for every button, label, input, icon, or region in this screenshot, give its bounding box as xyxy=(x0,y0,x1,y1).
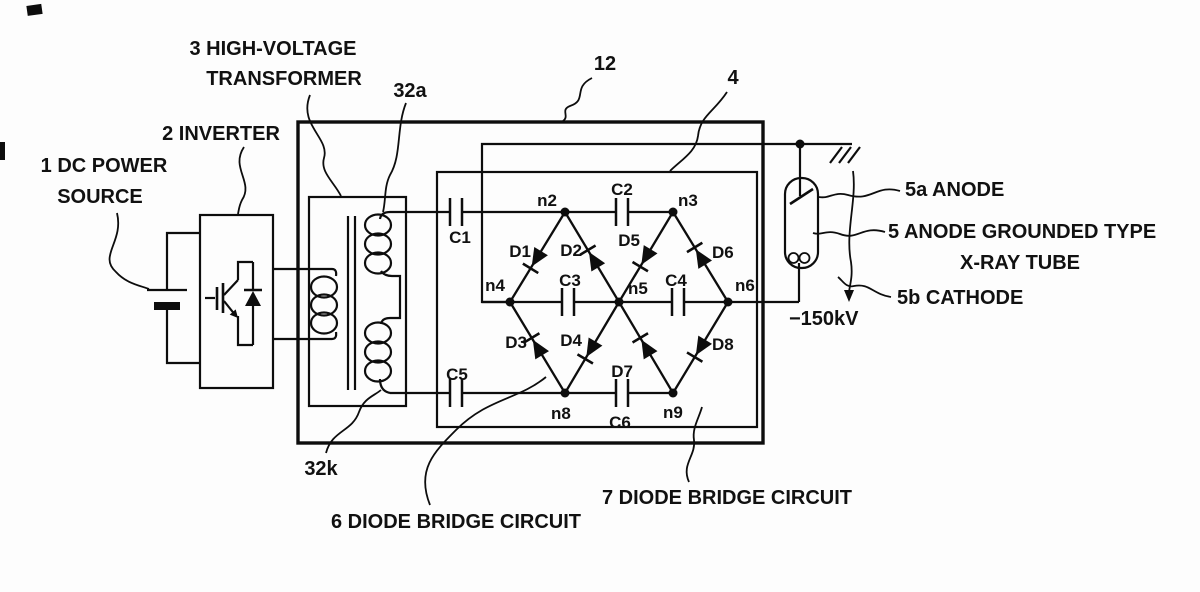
anode-plate xyxy=(789,187,814,206)
leader-cathode xyxy=(837,276,892,298)
leader-12 xyxy=(562,77,593,122)
leader-4 xyxy=(669,91,728,172)
label-inverter: 2 INVERTER xyxy=(162,123,280,145)
diode-bar-d1 xyxy=(522,262,539,275)
label-node-n9: n9 xyxy=(663,403,683,422)
leader-anode xyxy=(818,188,901,199)
igbt-icon xyxy=(205,260,253,347)
label-node-n8: n8 xyxy=(551,404,571,423)
wire-primary-top xyxy=(273,267,338,277)
label-cap-c1: C1 xyxy=(449,228,471,247)
secondary-winding-32a xyxy=(363,210,402,325)
ground-icon xyxy=(829,146,861,164)
scan-artifact xyxy=(0,142,5,160)
label-ref-32k: 32k xyxy=(304,458,338,480)
node-n5 xyxy=(614,297,624,307)
leader-32a xyxy=(382,102,407,213)
node-n3 xyxy=(668,207,678,217)
node-n2 xyxy=(560,207,570,217)
leader-transformer xyxy=(306,94,342,197)
node-n8 xyxy=(560,388,570,398)
box-inverter xyxy=(198,213,275,390)
wire-battery-bottom xyxy=(165,310,200,365)
label-ref-12: 12 xyxy=(594,53,616,75)
primary-winding xyxy=(273,267,339,341)
node-anode-junction xyxy=(795,139,805,149)
node-n4 xyxy=(505,297,515,307)
diode-bar-d5 xyxy=(631,260,649,273)
leader-tube xyxy=(812,229,886,237)
bridge-network xyxy=(448,139,805,407)
diode-bar-d4 xyxy=(576,353,594,365)
wire-battery-top xyxy=(165,231,200,290)
label-node-n6: n6 xyxy=(735,276,755,295)
diode-d6 xyxy=(695,249,713,269)
label-node-n4: n4 xyxy=(485,276,505,295)
label-xray-tube: 5 ANODE GROUNDED TYPE xyxy=(888,221,1156,243)
label-xray-tube-2: X-RAY TUBE xyxy=(960,252,1080,274)
diode-d5 xyxy=(641,245,658,265)
node-n6 xyxy=(723,297,733,307)
label-anode: 5a ANODE xyxy=(905,179,1004,201)
diode-d2 xyxy=(588,251,606,272)
scan-artifact xyxy=(26,3,43,16)
box-hv-unit-12 xyxy=(296,120,765,445)
diode-d1 xyxy=(531,246,548,267)
diode-d7 xyxy=(641,339,658,360)
label-node-n2: n2 xyxy=(537,191,557,210)
node-n9 xyxy=(668,388,678,398)
leader-dc-power xyxy=(108,212,150,290)
label-diode-d4: D4 xyxy=(560,331,582,350)
label-diode-d7: D7 xyxy=(611,362,633,381)
label-node-n3: n3 xyxy=(678,191,698,210)
label-dc-power-source: 1 DC POWER xyxy=(41,155,168,177)
label-diode-d6: D6 xyxy=(712,243,734,262)
label-diode-d3: D3 xyxy=(505,333,527,352)
label-cap-c6: C6 xyxy=(609,413,631,432)
label-transformer: 3 HIGH-VOLTAGE xyxy=(189,38,356,60)
leader-bridge-7 xyxy=(685,406,703,483)
label-cap-c5: C5 xyxy=(446,365,468,384)
box-bridge-assembly-4 xyxy=(435,170,759,429)
diode-bar-d8 xyxy=(686,351,704,363)
diode-d4 xyxy=(586,337,603,358)
diode-d3 xyxy=(532,339,550,360)
label-bridge-6: 6 DIODE BRIDGE CIRCUIT xyxy=(331,511,581,533)
label-cap-c2: C2 xyxy=(611,180,633,199)
label-voltage: −150kV xyxy=(789,308,859,330)
diode-bar-d3 xyxy=(523,332,541,344)
secondary-winding-32k xyxy=(363,321,393,395)
label-transformer-2: TRANSFORMER xyxy=(206,68,362,90)
label-diode-d5: D5 xyxy=(618,231,640,250)
winding-series-jog xyxy=(379,270,402,325)
wire-primary-bottom xyxy=(273,331,338,341)
label-diode-d8: D8 xyxy=(712,335,734,354)
wire-anode-ground xyxy=(480,142,852,304)
label-cap-c4: C4 xyxy=(665,271,687,290)
inverter-diode-icon xyxy=(244,262,262,345)
diode-bar-d7 xyxy=(631,332,649,344)
xray-tube xyxy=(783,176,820,270)
box-transformer xyxy=(307,195,408,408)
label-bridge-7: 7 DIODE BRIDGE CIRCUIT xyxy=(602,487,852,509)
diode-bar-d6 xyxy=(686,241,704,254)
leader-inverter xyxy=(237,146,247,215)
transformer-core xyxy=(346,216,357,390)
label-diode-d1: D1 xyxy=(509,242,531,261)
label-ref-4: 4 xyxy=(727,67,739,89)
voltage-arrow xyxy=(844,170,855,302)
diode-d8 xyxy=(695,335,713,356)
cathode-filament xyxy=(798,252,811,264)
battery-icon xyxy=(147,231,200,365)
label-node-n5: n5 xyxy=(628,279,648,298)
label-cap-c3: C3 xyxy=(559,271,581,290)
label-diode-d2: D2 xyxy=(560,241,582,260)
leader-bridge-6 xyxy=(424,376,547,506)
label-ref-32a: 32a xyxy=(393,80,427,102)
leader-32k xyxy=(325,389,382,454)
label-cathode: 5b CATHODE xyxy=(897,287,1023,309)
cathode-filament xyxy=(787,252,800,264)
diode-bar-d2 xyxy=(579,244,597,256)
label-dc-power-source-2: SOURCE xyxy=(57,186,143,208)
